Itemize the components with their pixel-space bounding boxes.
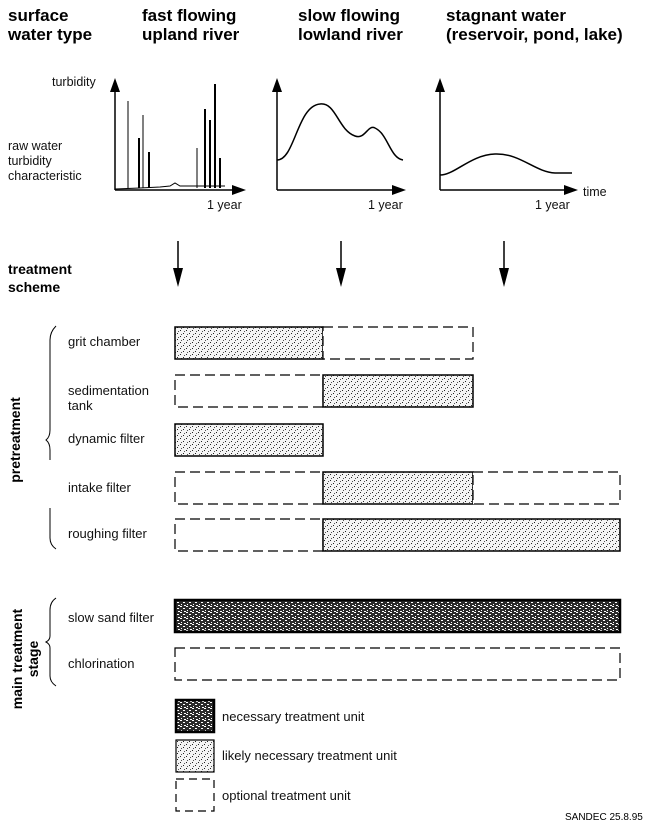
treatment-bars [173, 326, 622, 681]
row-label-intake-filter: intake filter [68, 480, 131, 495]
bar-segment-optional [472, 471, 621, 505]
group-brackets [44, 325, 57, 687]
legend-swatch-optional [175, 778, 215, 812]
column-title-stagnant-water: stagnant water (reservoir, pond, lake) [446, 6, 623, 44]
turbidity-baseline [114, 182, 225, 190]
bar-segment-optional [174, 374, 324, 408]
legend-label-likely: likely necessary treatment unit [222, 748, 397, 763]
treatment-scheme-label: treatment scheme [8, 261, 72, 295]
graph-lowland-river [272, 78, 406, 195]
turbidity-curve [439, 153, 572, 176]
bar-segment-likely [174, 423, 324, 457]
row-label-dynamic-filter: dynamic filter [68, 431, 145, 446]
arrow-down-icon [173, 268, 183, 287]
x-axis-arrow-icon [564, 185, 578, 195]
credit-label: SANDEC 25.8.95 [565, 812, 643, 823]
bar-segment-likely [322, 374, 474, 408]
bar-segment-optional [174, 518, 324, 552]
arrow-down-icon [336, 268, 346, 287]
graph-upland-river [110, 78, 246, 195]
row-label-slow-sand-filter: slow sand filter [68, 610, 154, 625]
bar-segment-likely [322, 518, 621, 552]
turbidity-spikes [127, 84, 221, 188]
y-axis-arrow-icon [272, 78, 282, 92]
arrow-down-icon [499, 268, 509, 287]
x-label-1-year-lowland: 1 year [368, 198, 403, 212]
graph-stagnant-water [435, 78, 578, 195]
down-arrows [173, 241, 509, 287]
bar-segment-necessary [173, 598, 622, 634]
row-header-surface-water-type: surface water type [8, 6, 93, 44]
bracket-pretreatment-upper [45, 325, 57, 460]
legend-swatches [174, 698, 216, 812]
legend-label-necessary: necessary treatment unit [222, 709, 365, 724]
bar-segment-likely [174, 326, 324, 360]
bar-segment-optional [174, 647, 621, 681]
row-label-grit-chamber: grit chamber [68, 334, 141, 349]
column-title-upland-river: fast flowing upland river [142, 6, 240, 44]
row-label-sedimentation-tank: sedimentation tank [68, 383, 149, 413]
legend-label-optional: optional treatment unit [222, 788, 351, 803]
column-title-lowland-river: slow flowing lowland river [298, 6, 403, 44]
legend-swatch-likely [175, 739, 215, 773]
x-axis-arrow-icon [232, 185, 246, 195]
bar-segment-likely [322, 471, 474, 505]
row-label-roughing-filter: roughing filter [68, 526, 147, 541]
bracket-pretreatment-lower [49, 508, 57, 550]
bar-segment-optional [174, 471, 324, 505]
y-axis-arrow-icon [435, 78, 445, 92]
turbidity-curve [276, 103, 404, 161]
time-axis-label: time [583, 185, 607, 199]
raw-water-turbidity-label: raw water turbidity characteristic [8, 139, 82, 183]
x-label-1-year-stagnant: 1 year [535, 198, 570, 212]
row-label-chlorination: chlorination [68, 656, 135, 671]
turbidity-axis-label: turbidity [52, 75, 96, 89]
bracket-main-treatment [44, 597, 57, 687]
legend-swatch-necessary [174, 698, 216, 734]
y-axis-arrow-icon [110, 78, 120, 92]
x-axis-arrow-icon [392, 185, 406, 195]
bar-segment-optional [322, 326, 474, 360]
x-label-1-year-upland: 1 year [207, 198, 242, 212]
